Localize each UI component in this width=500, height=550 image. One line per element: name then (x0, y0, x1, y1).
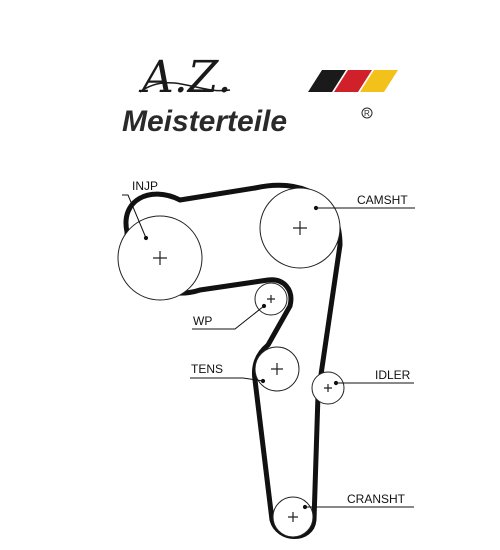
label-cransht: CRANSHT (347, 492, 406, 506)
tens-leader-dot (260, 378, 266, 384)
logo-wordmark: Meisterteile (122, 105, 287, 138)
registered-mark-circle (361, 107, 373, 119)
label-idler: IDLER (375, 368, 411, 382)
injp-leader-dot (143, 235, 149, 241)
pulley-centers (153, 221, 332, 522)
wp-center-icon (267, 295, 275, 303)
injp-center-icon (153, 251, 167, 265)
logo-stripe-red (334, 70, 372, 92)
idler-leader-dot (333, 380, 339, 386)
tens-leader (190, 377, 264, 382)
pulleys (117, 187, 345, 538)
camsht-center-icon (293, 221, 307, 235)
brand-logo: A.Z. Meisterteile R (122, 52, 398, 138)
leader-lines (122, 194, 415, 510)
logo-stripes (308, 70, 398, 92)
camsht-leader-dot (313, 205, 319, 211)
wp-leader (192, 305, 265, 330)
label-tens: TENS (191, 362, 223, 376)
tens-center-icon (271, 363, 283, 375)
cransht-center-icon (288, 512, 298, 522)
label-injp: INJP (132, 179, 158, 193)
logo-stripe-black (308, 70, 346, 92)
label-wp: WP (193, 314, 212, 328)
injp-leader (122, 194, 147, 239)
registered-mark: R (364, 109, 370, 118)
idler-center-icon (324, 384, 332, 392)
logo-script-text: A.Z. (138, 52, 232, 103)
cransht-leader-dot (302, 504, 308, 510)
wp-leader-dot (261, 303, 267, 309)
logo-script-flourish (139, 82, 231, 93)
logo-stripe-yellow (360, 70, 398, 92)
label-camsht: CAMSHT (357, 193, 408, 207)
